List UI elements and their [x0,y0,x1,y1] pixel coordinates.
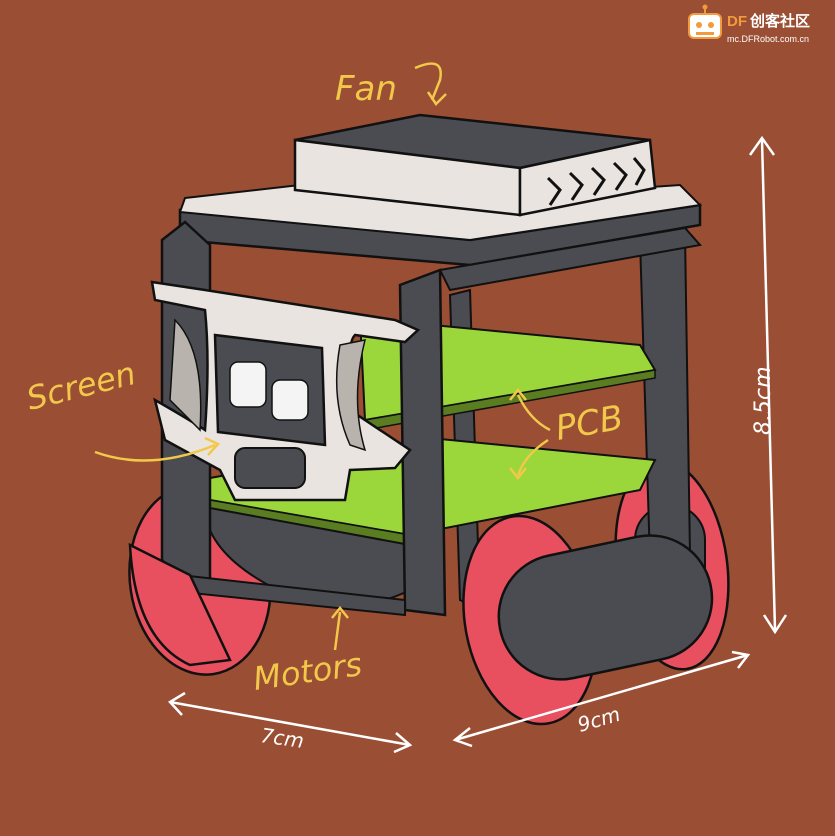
width-dimension: 7cm [168,691,413,754]
fan-box [293,113,657,217]
fan-label: Fan [335,69,397,109]
screen-eye-right [271,379,309,421]
depth-label: 9cm [575,702,623,737]
fan-annotation: Fan [335,62,447,109]
logo-brand-df: DF [727,13,747,30]
pcb-label: PCB [553,398,626,449]
front-left-wheel [128,542,232,667]
fan-vents [546,157,646,206]
logo-brand-cn: 创客社区 [749,12,810,30]
height-label: 8.5cm [751,366,776,435]
screen-label: Screen [23,354,140,418]
front-right-wheel [462,514,714,726]
dfrobot-logo: DF 创客社区 mc.DFRobot.com.cn [688,4,810,44]
height-dimension: 8.5cm [748,135,788,635]
screen-eye-left [229,361,267,408]
motors-label: Motors [251,645,364,698]
width-label: 7cm [259,723,305,753]
screen-display [213,333,327,447]
robot-head-icon [688,4,722,39]
logo-url: mc.DFRobot.com.cn [727,34,809,44]
motors-annotation: Motors [251,605,364,698]
